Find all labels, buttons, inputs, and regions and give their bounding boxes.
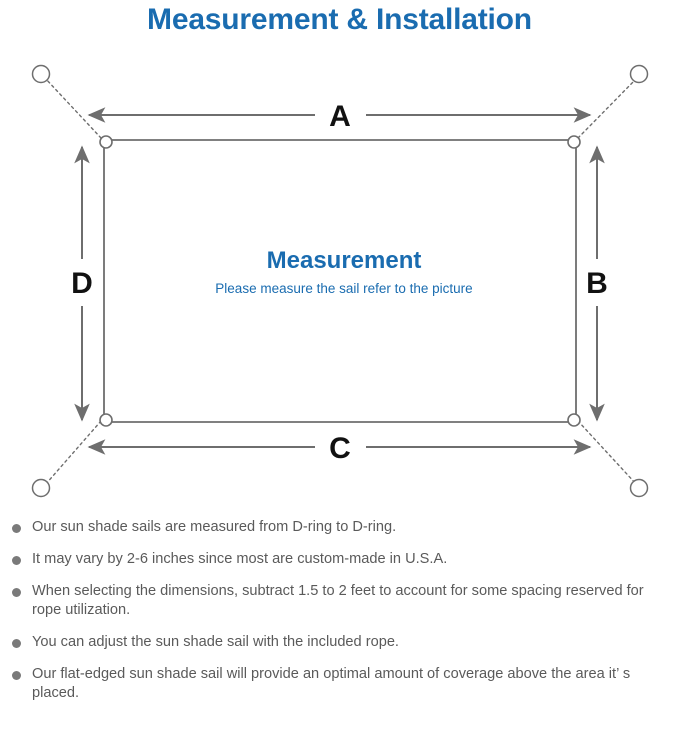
list-item: When selecting the dimensions, subtract … xyxy=(0,582,679,620)
list-item: Our sun shade sails are measured from D-… xyxy=(0,518,679,537)
bullet-icon xyxy=(12,588,21,597)
bullet-icon xyxy=(12,639,21,648)
d-ring-icon-top-left xyxy=(99,135,113,149)
anchor-points xyxy=(31,64,649,498)
measurement-diagram: A C D B Measurement Please measure the s… xyxy=(0,44,679,514)
diagram-center-subtext: Please measure the sail refer to the pic… xyxy=(215,281,472,296)
bullet-icon xyxy=(12,524,21,533)
d-ring-icon-bottom-right xyxy=(567,413,581,427)
d-ring-icon-bottom-left xyxy=(99,413,113,427)
bullet-icon xyxy=(12,556,21,565)
anchor-point-icon-bottom-right xyxy=(629,478,649,498)
notes-list: Our sun shade sails are measured from D-… xyxy=(0,518,679,739)
list-item: You can adjust the sun shade sail with t… xyxy=(0,633,679,652)
rope-lines xyxy=(44,77,638,486)
page-title: Measurement & Installation xyxy=(147,3,532,36)
anchor-point-icon-top-right xyxy=(629,64,649,84)
diagram-center-heading: Measurement xyxy=(267,247,422,274)
list-item-text: Our flat-edged sun shade sail will provi… xyxy=(32,666,631,701)
rope-line-top-left xyxy=(44,77,102,139)
sail-rectangle xyxy=(103,139,577,423)
d-ring-icon-top-right xyxy=(567,135,581,149)
list-item-text: You can adjust the sun shade sail with t… xyxy=(32,634,399,650)
dimension-label-c: C xyxy=(329,432,351,465)
anchor-point-icon-top-left xyxy=(31,64,51,84)
list-item-text: It may vary by 2-6 inches since most are… xyxy=(32,551,448,567)
list-item-text: Our sun shade sails are measured from D-… xyxy=(32,519,397,535)
rope-line-top-right xyxy=(577,77,638,139)
anchor-point-icon-bottom-left xyxy=(31,478,51,498)
rope-line-bottom-right xyxy=(577,420,638,486)
bullet-icon xyxy=(12,671,21,680)
dimension-label-b: B xyxy=(586,267,608,300)
rope-line-bottom-left xyxy=(44,420,102,486)
dimension-label-a: A xyxy=(329,100,351,133)
list-item-text: When selecting the dimensions, subtract … xyxy=(32,583,644,618)
d-rings xyxy=(99,135,581,427)
list-item: Our flat-edged sun shade sail will provi… xyxy=(0,665,679,703)
list-item: It may vary by 2-6 inches since most are… xyxy=(0,550,679,569)
dimension-label-d: D xyxy=(71,267,93,300)
